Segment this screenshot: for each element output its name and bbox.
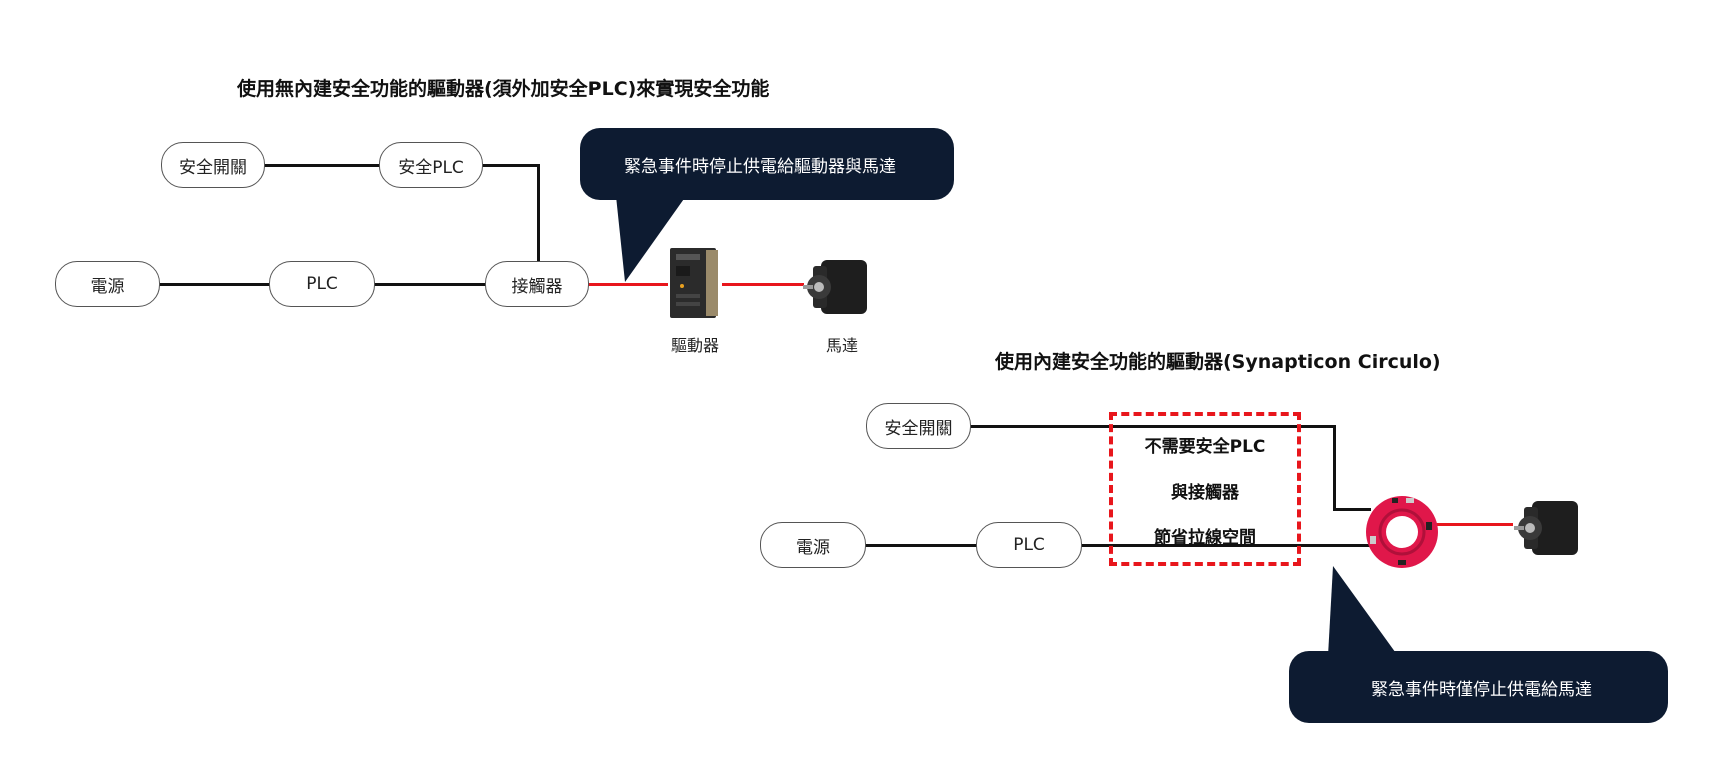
wire-power-to-plc-bottom	[865, 544, 978, 547]
bottom-diagram-title: 使用內建安全功能的驅動器(Synapticon Circulo)	[995, 351, 1441, 373]
wire-safety-switch-to-circulo-h	[970, 425, 1336, 428]
caption-drive: 驅動器	[671, 336, 720, 355]
callout-top: 緊急事件時停止供電給驅動器與馬達	[580, 128, 954, 200]
node-power-bottom: 電源	[760, 522, 866, 568]
node-safety-switch-bottom: 安全開關	[866, 403, 971, 449]
wire-plc-to-circulo	[1081, 544, 1371, 547]
node-plc-bottom: PLC	[976, 522, 1082, 568]
servo-drive-icon	[670, 248, 718, 318]
top-diagram-title: 使用無內建安全功能的驅動器(須外加安全PLC)來實現安全功能	[237, 78, 770, 100]
wire-safety-switch-to-safety-plc	[264, 164, 380, 167]
wire-safety-plc-right	[482, 164, 540, 167]
wire-contactor-to-drive	[588, 283, 668, 286]
wire-power-to-plc	[159, 283, 270, 286]
note-line-1: 不需要安全PLC	[1144, 437, 1266, 457]
wire-safety-switch-to-circulo-v	[1333, 425, 1336, 511]
dashed-note-box	[1109, 412, 1301, 566]
circulo-ring-drive-icon	[1366, 496, 1438, 568]
callout-bottom: 緊急事件時僅停止供電給馬達	[1289, 651, 1668, 723]
node-safety-switch-top: 安全開關	[161, 142, 265, 188]
node-safety-plc: 安全PLC	[379, 142, 483, 188]
wire-drive-to-motor	[722, 283, 804, 286]
callout-bottom-text: 緊急事件時僅停止供電給馬達	[1371, 679, 1592, 700]
servo-motor-icon	[803, 260, 867, 314]
servo-motor-icon-bottom	[1514, 501, 1578, 555]
wire-safety-plc-down-to-contactor	[537, 164, 540, 263]
note-line-2: 與接觸器	[1171, 483, 1239, 503]
node-plc-top: PLC	[269, 261, 375, 307]
caption-motor: 馬達	[826, 336, 859, 355]
wire-safety-switch-to-circulo-h2	[1333, 508, 1371, 511]
note-line-3: 節省拉線空間	[1154, 528, 1256, 548]
callout-top-text: 緊急事件時停止供電給驅動器與馬達	[624, 156, 896, 177]
wire-plc-to-contactor	[374, 283, 486, 286]
node-power-top: 電源	[55, 261, 160, 307]
node-contactor: 接觸器	[485, 261, 589, 307]
wire-circulo-to-motor	[1433, 523, 1513, 526]
